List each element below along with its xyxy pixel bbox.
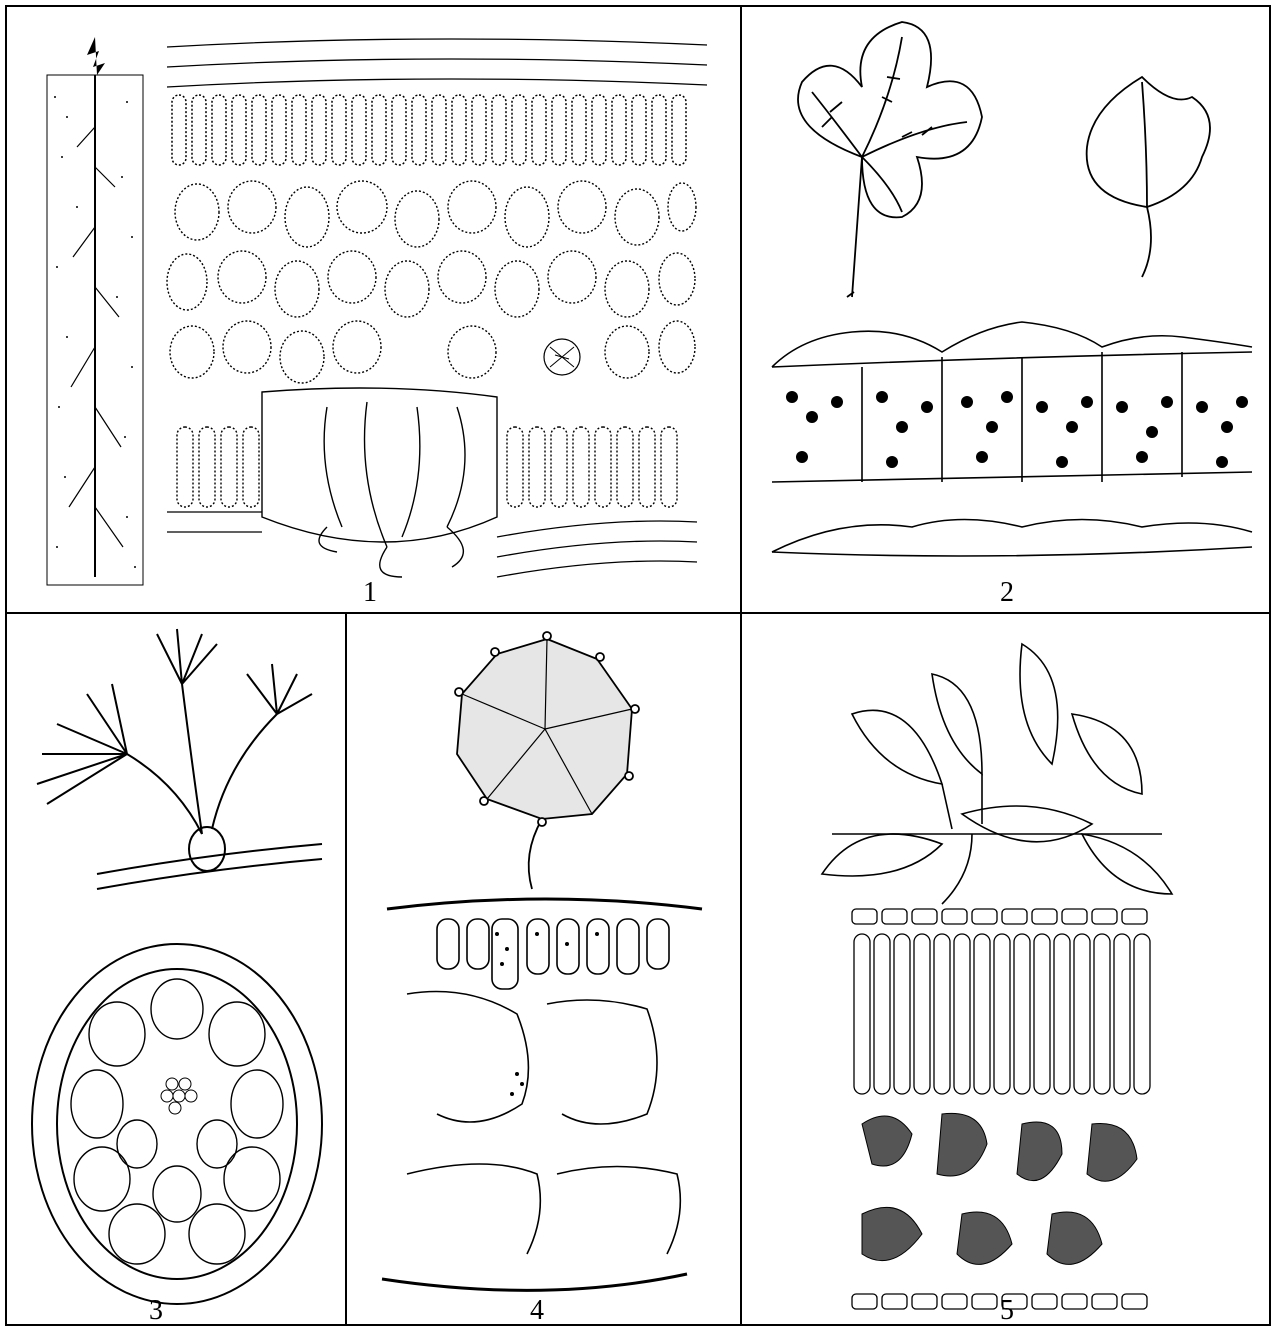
spongy-mesophyll <box>167 181 696 383</box>
panel-4: 4 <box>347 614 740 1324</box>
panel-5-illustration <box>742 614 1269 1324</box>
upper-epidermis <box>167 39 707 87</box>
panel-1-number: 1 <box>363 579 377 607</box>
panel-5-number: 5 <box>1000 1297 1014 1325</box>
serrated-leaves <box>822 644 1172 904</box>
panel-1-illustration <box>7 7 740 612</box>
panel-2-number: 2 <box>1000 579 1014 607</box>
single-leaflet <box>1087 77 1210 277</box>
vascular-bundle <box>161 1078 197 1114</box>
panel-2: 2 <box>742 7 1269 612</box>
panel-3-illustration <box>7 614 345 1324</box>
panel-4-illustration <box>347 614 740 1324</box>
soil-root-illustration <box>47 37 143 585</box>
panel-3: 3 <box>7 614 345 1324</box>
floating-leaf <box>455 632 639 889</box>
panel-1: 1 <box>7 7 740 612</box>
clover-leaf <box>798 22 982 297</box>
panel-2-illustration <box>742 7 1269 612</box>
leaf-section <box>772 322 1252 556</box>
lower-epidermis <box>167 512 697 577</box>
stomatal-crypt <box>262 388 497 577</box>
dissected-aquatic-leaf <box>37 629 322 889</box>
aerenchyma-section <box>382 899 702 1290</box>
palisade-cells <box>172 95 686 165</box>
panel-3-number: 3 <box>149 1297 163 1325</box>
section-chloroplasts <box>495 932 599 1096</box>
spongy-layer <box>862 1113 1137 1264</box>
panel-5: 5 <box>742 614 1269 1324</box>
cortex-cells <box>71 979 283 1264</box>
chloroplasts <box>786 391 1248 468</box>
panel-4-number: 4 <box>530 1297 544 1325</box>
outer-border-bottom <box>5 1324 1271 1326</box>
outer-border-right <box>1269 5 1271 1326</box>
lower-palisade <box>177 427 677 507</box>
